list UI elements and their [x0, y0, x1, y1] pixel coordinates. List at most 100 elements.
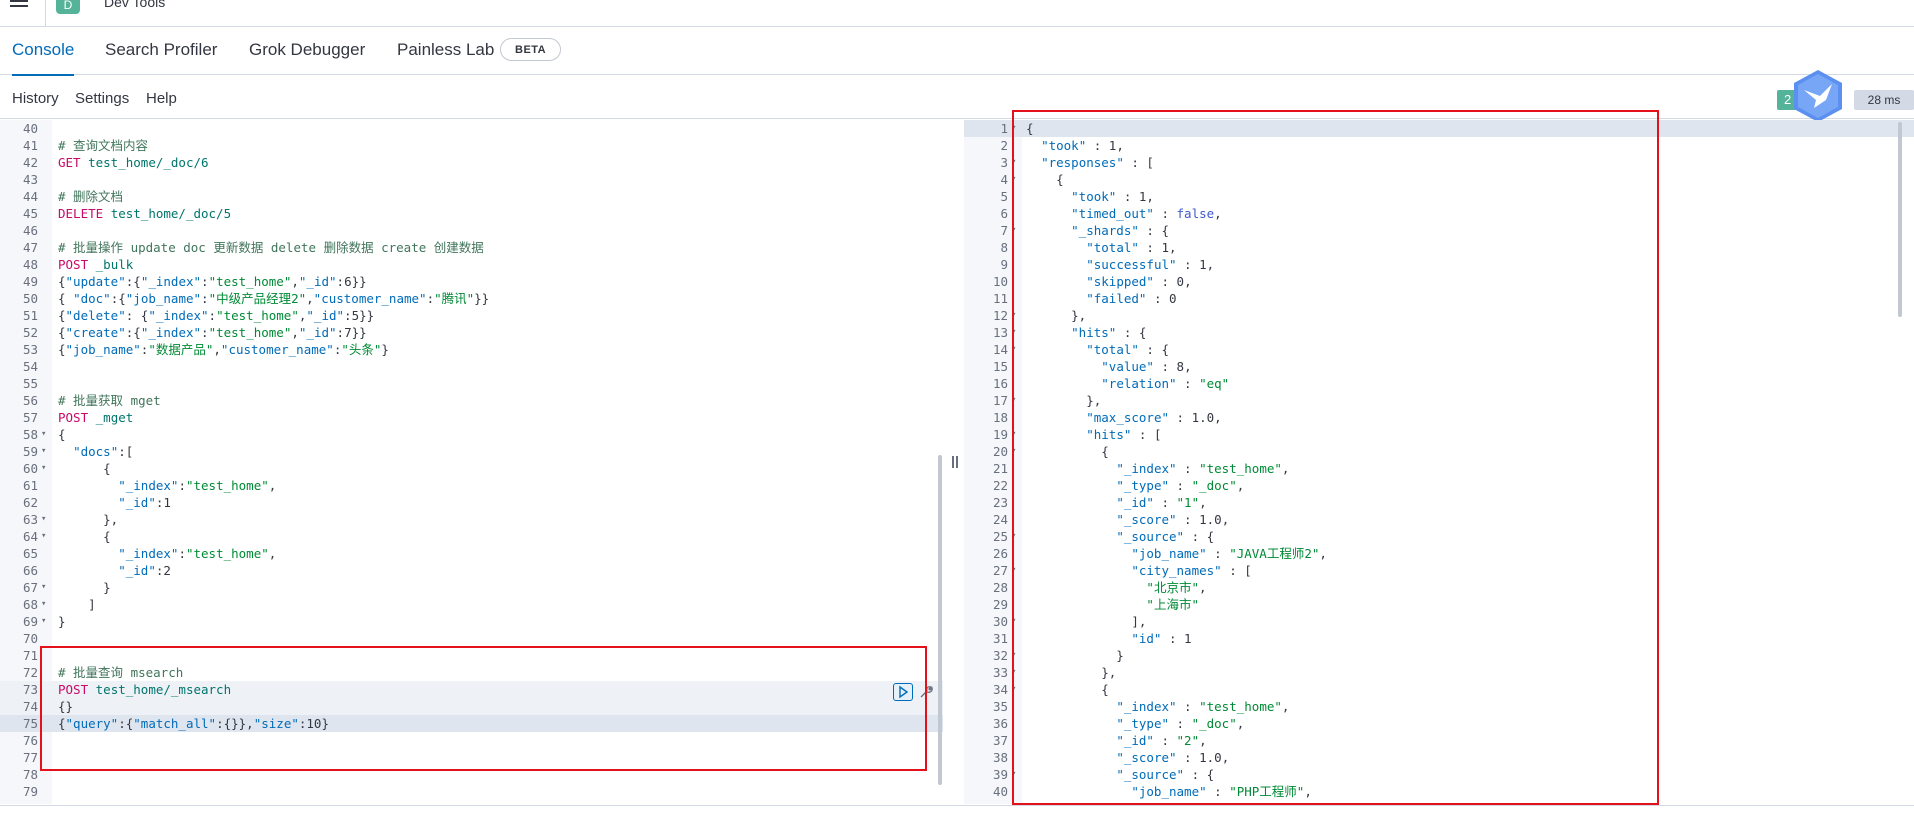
code-token: "job_name": [65, 342, 141, 357]
code-token: ],: [1026, 614, 1147, 629]
code-token: [58, 444, 73, 459]
response-scrollbar[interactable]: [1898, 122, 1902, 317]
code-line: 8 "total" : 1,: [964, 239, 1914, 256]
fold-toggle-icon[interactable]: ▾: [1011, 310, 1017, 320]
menu-icon[interactable]: [10, 0, 30, 10]
resize-handle-icon[interactable]: [952, 455, 960, 469]
fold-toggle-icon[interactable]: ▾: [1011, 684, 1017, 694]
code-text: "_id" : "1",: [1026, 494, 1206, 511]
fold-toggle-icon[interactable]: ▾: [1011, 446, 1017, 456]
code-token: "took": [1071, 189, 1117, 204]
line-number: 1: [1000, 121, 1008, 136]
fold-toggle-icon[interactable]: ▾: [1011, 769, 1017, 779]
code-text: "_id" : "2",: [1026, 732, 1206, 749]
code-token: "test_home": [185, 478, 269, 493]
send-request-button[interactable]: [893, 683, 913, 701]
line-number: 9: [1000, 257, 1008, 272]
code-token: :: [201, 291, 209, 306]
fold-toggle-icon[interactable]: ▾: [41, 463, 47, 473]
line-number: 61: [22, 478, 38, 493]
code-line: 36 "_type" : "_doc",: [964, 715, 1914, 732]
fold-toggle-icon[interactable]: ▾: [41, 531, 47, 541]
fold-toggle-icon[interactable]: ▾: [41, 616, 47, 626]
fold-toggle-icon[interactable]: ▾: [1011, 616, 1017, 626]
fold-toggle-icon[interactable]: ▾: [1011, 123, 1017, 133]
fold-toggle-icon[interactable]: ▾: [1011, 344, 1017, 354]
code-line: 66 "_id":2: [0, 562, 943, 579]
line-number: 70: [22, 631, 38, 646]
code-token: 1: [1199, 257, 1207, 272]
code-token: :: [1176, 750, 1200, 765]
bird-app-icon[interactable]: [1790, 68, 1846, 124]
code-text: "docs":[: [58, 443, 133, 460]
code-token: "数据产品": [148, 342, 214, 357]
line-number: 27: [992, 563, 1008, 578]
code-line: 74{}: [0, 698, 943, 715]
code-text: {"query":{"match_all":{}},"size":10}: [58, 715, 329, 732]
help-link[interactable]: Help: [146, 90, 177, 107]
tab-console[interactable]: Console: [12, 27, 75, 76]
code-text: ],: [1026, 613, 1146, 630]
code-text: "responses" : [: [1026, 154, 1154, 171]
settings-link[interactable]: Settings: [75, 90, 130, 107]
code-token: {: [58, 427, 66, 442]
beta-badge: BETA: [500, 38, 562, 61]
code-text: "_type" : "_doc",: [1026, 715, 1244, 732]
fold-toggle-icon[interactable]: ▾: [1011, 174, 1017, 184]
code-line: 20▾ {: [964, 443, 1914, 460]
code-token: ,: [1198, 580, 1207, 595]
code-token: "doc": [73, 291, 111, 306]
code-token: [1026, 495, 1116, 510]
code-token: "max_score": [1086, 410, 1170, 425]
code-token: [1026, 240, 1086, 255]
code-token: test_home/_msearch: [95, 682, 232, 697]
fold-toggle-icon[interactable]: ▾: [1011, 327, 1017, 337]
wrench-icon[interactable]: [918, 684, 934, 700]
fold-toggle-icon[interactable]: ▾: [1011, 225, 1017, 235]
line-number: 23: [992, 495, 1008, 510]
code-line: 40 "job_name" : "PHP工程师",: [964, 783, 1914, 800]
code-token: "_doc": [1191, 716, 1237, 731]
code-token: "successful": [1086, 257, 1177, 272]
code-text: "hits" : {: [1026, 324, 1146, 341]
fold-toggle-icon[interactable]: ▾: [1011, 395, 1017, 405]
fold-toggle-icon[interactable]: ▾: [1011, 531, 1017, 541]
line-number: 22: [992, 478, 1008, 493]
fold-toggle-icon[interactable]: ▾: [41, 582, 47, 592]
request-scrollbar[interactable]: [938, 455, 942, 785]
code-line: 54: [0, 358, 943, 375]
fold-toggle-icon[interactable]: ▾: [41, 446, 47, 456]
code-token: "_type": [1116, 716, 1169, 731]
fold-toggle-icon[interactable]: ▾: [1011, 565, 1017, 575]
code-token: "test_home": [208, 325, 292, 340]
code-token: :: [155, 563, 164, 578]
tab-search-profiler[interactable]: Search Profiler: [105, 40, 218, 59]
history-link[interactable]: History: [12, 90, 59, 107]
line-number: 33: [992, 665, 1008, 680]
code-token: :: [1153, 495, 1177, 510]
code-line: 5 "took" : 1,: [964, 188, 1914, 205]
fold-toggle-icon[interactable]: ▾: [41, 429, 47, 439]
tab-grok-debugger[interactable]: Grok Debugger: [249, 40, 366, 59]
code-text: { "doc":{"job_name":"中级产品经理2","customer_…: [58, 290, 489, 307]
space-avatar[interactable]: D: [56, 0, 80, 14]
code-text: "job_name" : "PHP工程师",: [1026, 783, 1312, 800]
code-token: "_type": [1116, 478, 1169, 493]
code-token: 10: [306, 716, 322, 731]
tab-painless-lab[interactable]: Painless Lab: [397, 40, 495, 59]
fold-toggle-icon[interactable]: ▾: [1011, 429, 1017, 439]
code-text: "id" : 1: [1026, 630, 1191, 647]
fold-toggle-icon[interactable]: ▾: [1011, 157, 1017, 167]
code-line: 71: [0, 647, 943, 664]
line-number: 69: [22, 614, 38, 629]
code-token: "match_all": [133, 716, 217, 731]
code-token: :{: [118, 716, 134, 731]
code-token: :: [178, 546, 186, 561]
fold-toggle-icon[interactable]: ▾: [41, 599, 47, 609]
fold-toggle-icon[interactable]: ▾: [1011, 650, 1017, 660]
fold-toggle-icon[interactable]: ▾: [1011, 667, 1017, 677]
fold-toggle-icon[interactable]: ▾: [41, 514, 47, 524]
code-token: "PHP工程师": [1229, 784, 1305, 799]
